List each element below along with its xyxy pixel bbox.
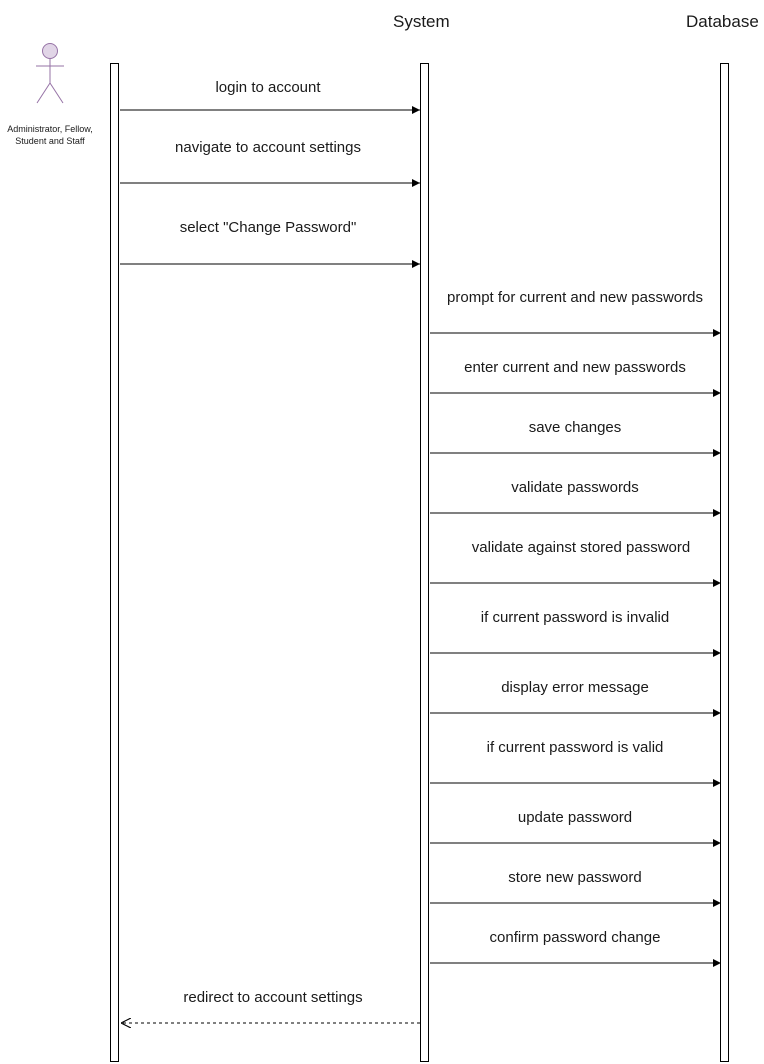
- participant-actor-label: Administrator, Fellow, Student and Staff: [7, 124, 93, 146]
- participant-database-header: Database: [686, 12, 759, 31]
- message-label: login to account: [215, 79, 321, 96]
- message-label: save changes: [528, 419, 622, 436]
- lifeline-system: [420, 63, 429, 1062]
- message-label: redirect to account settings: [183, 989, 363, 1006]
- message-label: update password: [517, 809, 633, 826]
- message-label: display error message: [501, 679, 649, 696]
- message-label: if current password is valid: [486, 739, 664, 756]
- message-label: validate against stored password: [471, 539, 691, 556]
- message-label: prompt for current and new passwords: [447, 289, 703, 306]
- actor-stick-figure-icon: [36, 43, 64, 104]
- participant-system-header: System: [393, 12, 450, 31]
- actor-left-leg: [36, 82, 51, 104]
- lifeline-actor: [110, 63, 119, 1062]
- message-label: navigate to account settings: [175, 139, 361, 156]
- message-label: validate passwords: [511, 479, 639, 496]
- message-label: confirm password change: [489, 929, 661, 946]
- message-label: if current password is invalid: [480, 609, 670, 626]
- message-label: store new password: [508, 869, 642, 886]
- lifeline-database: [720, 63, 729, 1062]
- actor-right-leg: [49, 82, 64, 104]
- message-label: enter current and new passwords: [464, 359, 686, 376]
- message-label: select "Change Password": [179, 219, 357, 236]
